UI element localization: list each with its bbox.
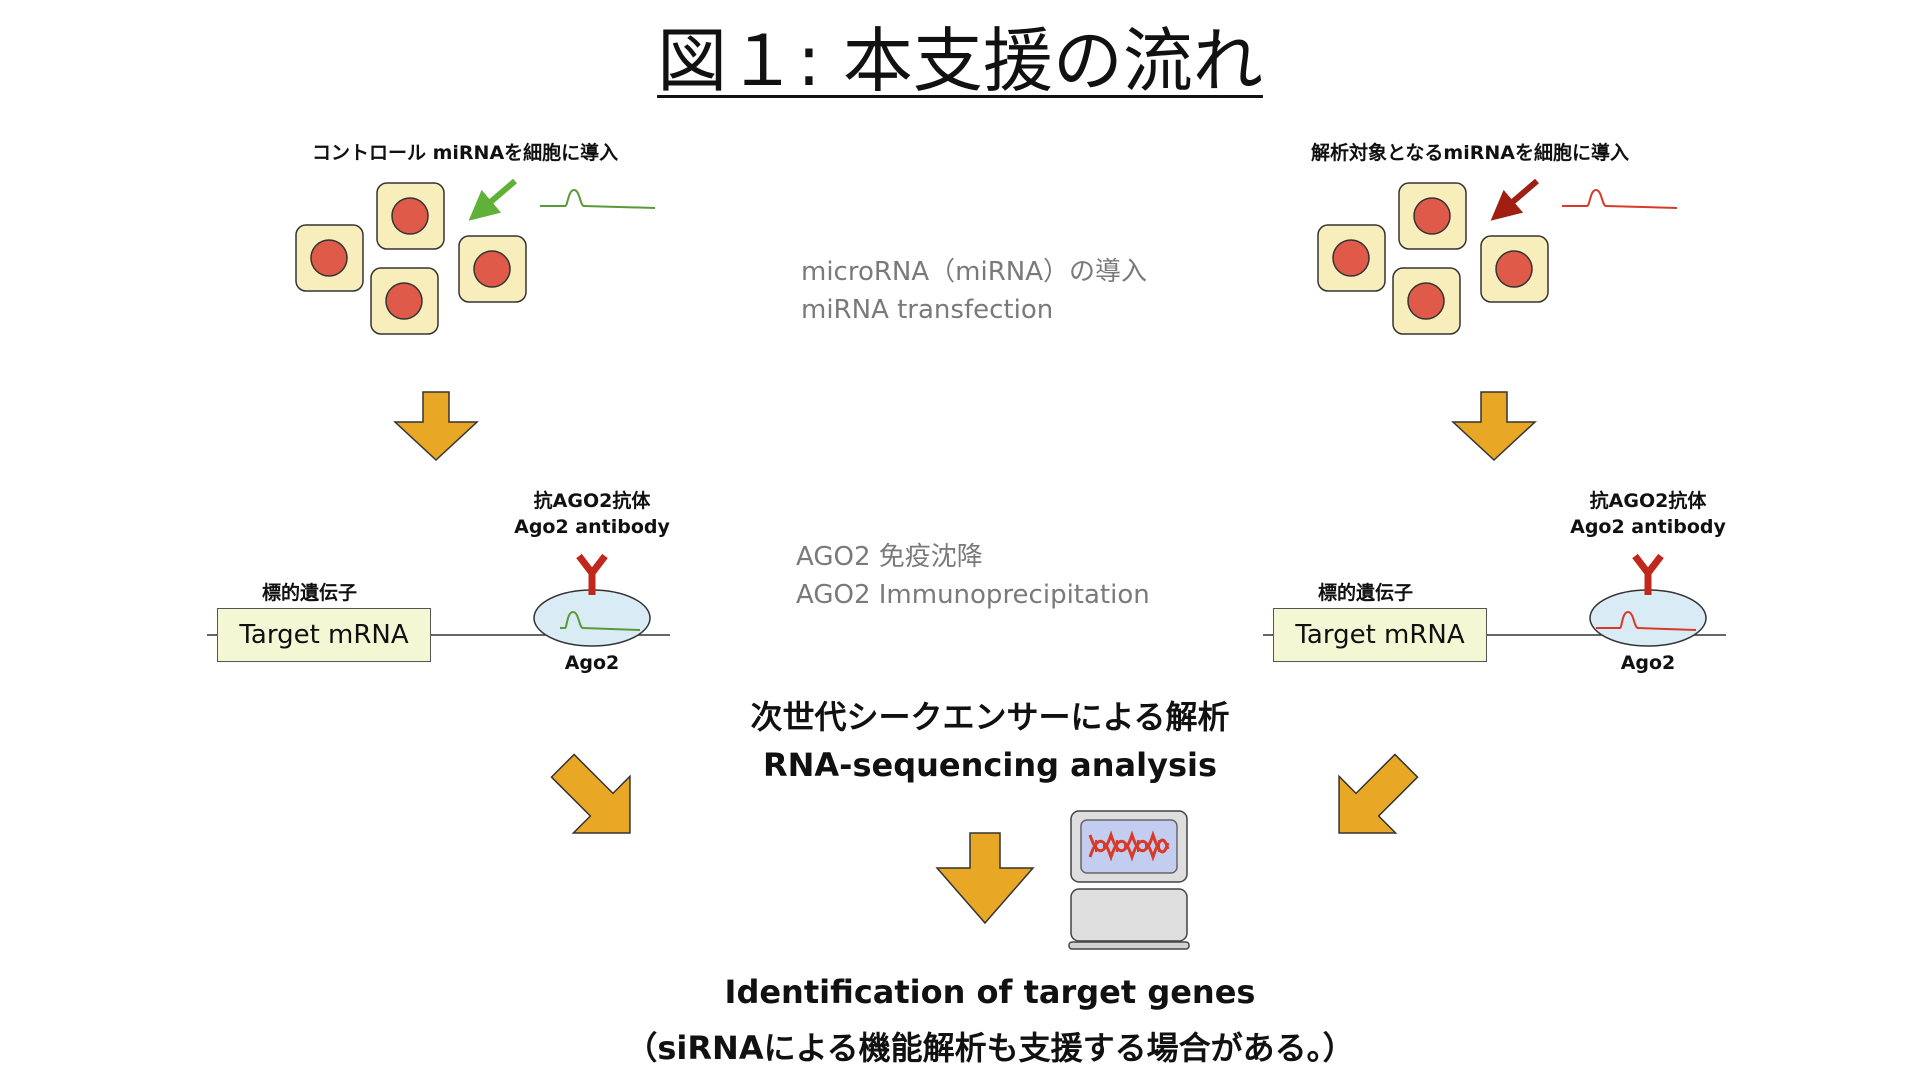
left-ago2-label: Ago2 (564, 652, 620, 674)
transfection-jp: microRNA（miRNA）の導入 (801, 257, 1148, 287)
dna-computer-icon (1068, 810, 1190, 950)
left-bound-mirna (560, 610, 641, 631)
ip-en: AGO2 Immunoprecipitation (796, 579, 1150, 610)
right-ago2-protein (1589, 589, 1707, 647)
right-antibody-en: Ago2 antibody (1570, 516, 1726, 538)
diagonal-arrow-right (1338, 753, 1419, 834)
left-gene-jp: 標的遺伝子 (262, 582, 358, 604)
ip-label: AGO2 免疫沈降 AGO2 Immunoprecipitation (796, 539, 1150, 614)
left-cells-caption: コントロール miRNAを細胞に導入 (312, 142, 619, 164)
left-cell-group (295, 182, 527, 335)
right-antibody-jp: 抗AGO2抗体 (1589, 490, 1707, 512)
right-ago2-label: Ago2 (1620, 652, 1676, 674)
target-mirna-strand (1562, 188, 1678, 209)
control-mirna-strand (540, 188, 656, 209)
nucleus (385, 282, 423, 320)
left-target-mrna-box: Target mRNA (217, 608, 431, 662)
down-arrow-left (393, 391, 479, 462)
nucleus (1332, 239, 1370, 277)
red-arrow-icon (1490, 178, 1539, 221)
result-jp: （siRNAによる機能解析も支援する場合がある。） (625, 1029, 1355, 1067)
right-cells-caption: 解析対象となるmiRNAを細胞に導入 (1311, 142, 1629, 164)
ip-jp: AGO2 免疫沈降 (796, 542, 983, 572)
nucleus (1495, 250, 1533, 288)
seq-en: RNA-sequencing analysis (762, 746, 1217, 784)
right-cell-group (1317, 182, 1549, 335)
right-target-mrna-box: Target mRNA (1273, 608, 1487, 662)
nucleus (1413, 197, 1451, 235)
right-bound-mirna (1596, 610, 1697, 631)
nucleus (391, 197, 429, 235)
nucleus (1407, 282, 1445, 320)
transfection-label: microRNA（miRNA）の導入 miRNA transfection (801, 254, 1147, 329)
green-arrow-icon (468, 178, 517, 221)
page-title: 図１: 本支援の流れ (657, 20, 1263, 102)
left-antibody-jp: 抗AGO2抗体 (533, 490, 651, 512)
down-arrow-center (935, 832, 1035, 925)
antibody-icon (1632, 553, 1664, 595)
left-antibody-en: Ago2 antibody (514, 516, 670, 538)
diagonal-arrow-left (550, 753, 631, 834)
antibody-icon (576, 553, 608, 595)
seq-jp: 次世代シークエンサーによる解析 (750, 698, 1230, 736)
result-en: Identification of target genes (724, 973, 1256, 1011)
nucleus (310, 239, 348, 277)
left-ago2-protein (533, 589, 651, 647)
right-gene-jp: 標的遺伝子 (1318, 582, 1414, 604)
down-arrow-right (1451, 391, 1537, 462)
transfection-en: miRNA transfection (801, 294, 1054, 325)
nucleus (473, 250, 511, 288)
